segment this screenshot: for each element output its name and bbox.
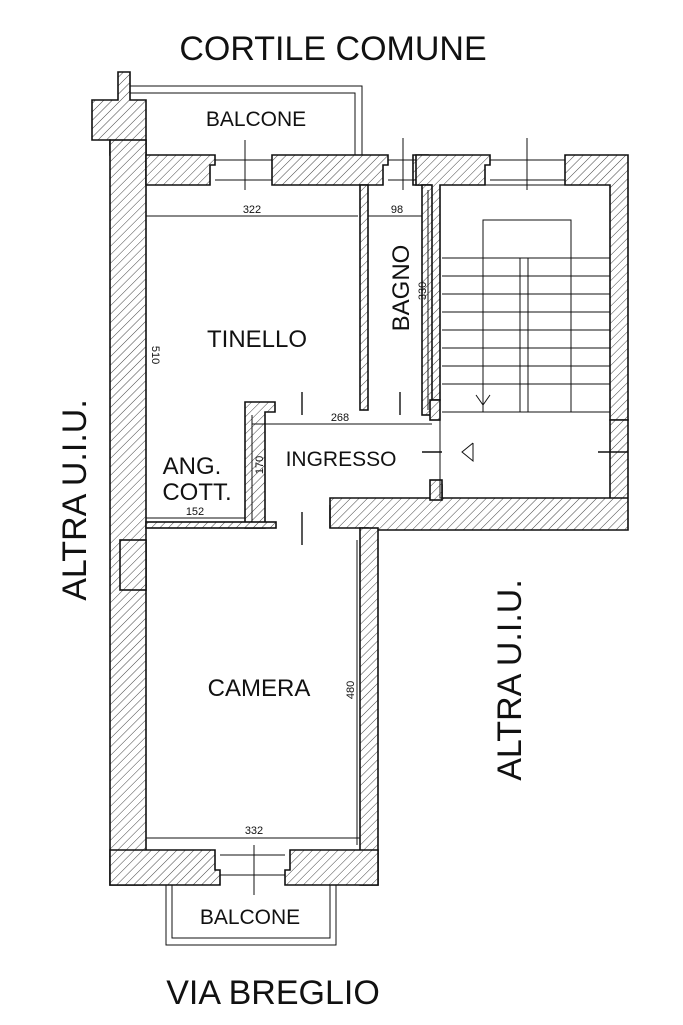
- dimension-lines: [145, 190, 432, 845]
- room-label-ingresso: INGRESSO: [286, 448, 397, 471]
- dim-tinello-width: 322: [243, 204, 261, 216]
- wall-bagno-right: [421, 184, 433, 416]
- room-label-ang-cott-2: COTT.: [162, 479, 231, 506]
- wall-bottom-right: [284, 849, 379, 886]
- balcony-top: [130, 85, 363, 155]
- dim-camera-width: 332: [245, 825, 263, 837]
- stair-treads: [442, 257, 610, 385]
- wall-landing-bump-bottom: [429, 479, 443, 501]
- wall-top-tinello-right: [271, 154, 389, 186]
- room-label-balcone-bottom: BALCONE: [200, 906, 300, 929]
- balcony-bottom: [165, 885, 337, 946]
- wall-angcott-bottom: [145, 521, 277, 529]
- wall-top-left-stub: [91, 71, 147, 156]
- staircase: [439, 184, 611, 499]
- wall-camera-right: [359, 527, 379, 886]
- right-neighbor-label: ALTRA U.I.U.: [491, 579, 529, 781]
- room-label-camera: CAMERA: [208, 675, 311, 702]
- openings: [215, 138, 628, 895]
- dim-tinello-height: 510: [149, 346, 161, 364]
- wall-top-tinello-left: [145, 154, 216, 186]
- dim-camera-height: 480: [345, 681, 357, 699]
- left-neighbor-label: ALTRA U.I.U.: [56, 399, 94, 601]
- room-label-balcone-top: BALCONE: [206, 108, 306, 131]
- wall-landing-bump-top: [429, 399, 441, 421]
- wall-left: [109, 139, 147, 886]
- top-street-label: CORTILE COMUNE: [179, 30, 486, 68]
- room-label-bagno: BAGNO: [388, 245, 415, 332]
- dim-bagno-width: 98: [391, 204, 403, 216]
- dim-ingresso-width: 268: [331, 412, 349, 424]
- dim-angcott-width: 152: [186, 506, 204, 518]
- dim-ingresso-height: 170: [254, 456, 266, 474]
- dim-bagno-height: 330: [417, 282, 429, 300]
- wall-ingresso-bottom-right: [329, 419, 629, 531]
- wall-bottom-left: [109, 849, 221, 886]
- wall-top-stair-right: [564, 154, 629, 421]
- wall-camera-left-bump: [119, 539, 147, 591]
- room-label-ang-cott-1: ANG.: [163, 453, 222, 480]
- bottom-street-label: VIA BREGLIO: [166, 974, 380, 1012]
- room-label-tinello: TINELLO: [207, 326, 307, 353]
- wall-tinello-bagno: [359, 184, 369, 411]
